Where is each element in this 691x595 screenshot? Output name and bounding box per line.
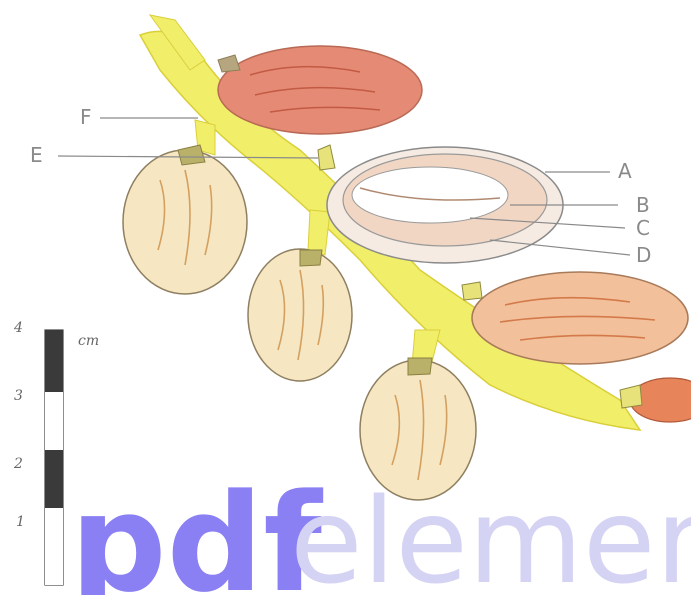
stem-branch-mid (308, 210, 330, 255)
unripe-fruit-left (123, 145, 247, 294)
ripe-fruit-top (218, 46, 422, 134)
label-B: B (636, 193, 650, 217)
label-E: E (30, 143, 43, 167)
watermark-light: elemen (290, 472, 691, 595)
label-C: C (636, 216, 650, 240)
scale-segment-3 (45, 392, 63, 450)
scale-segment-2 (45, 450, 63, 508)
scale-unit: cm (78, 333, 99, 349)
label-D: D (636, 243, 651, 267)
watermark-bold: pdf (70, 465, 323, 595)
scale-segment-4 (45, 330, 63, 392)
watermark: pdf elemen (70, 465, 691, 595)
label-A: A (618, 159, 632, 183)
scale-tick-1: 1 (16, 514, 25, 530)
label-F: F (80, 105, 92, 129)
unripe-fruit-middle (248, 249, 352, 381)
scale-tick-2: 2 (13, 456, 23, 472)
scale-segment-1 (45, 508, 63, 585)
scale-tick-4: 4 (13, 320, 23, 336)
scale-tick-3: 3 (14, 388, 23, 404)
